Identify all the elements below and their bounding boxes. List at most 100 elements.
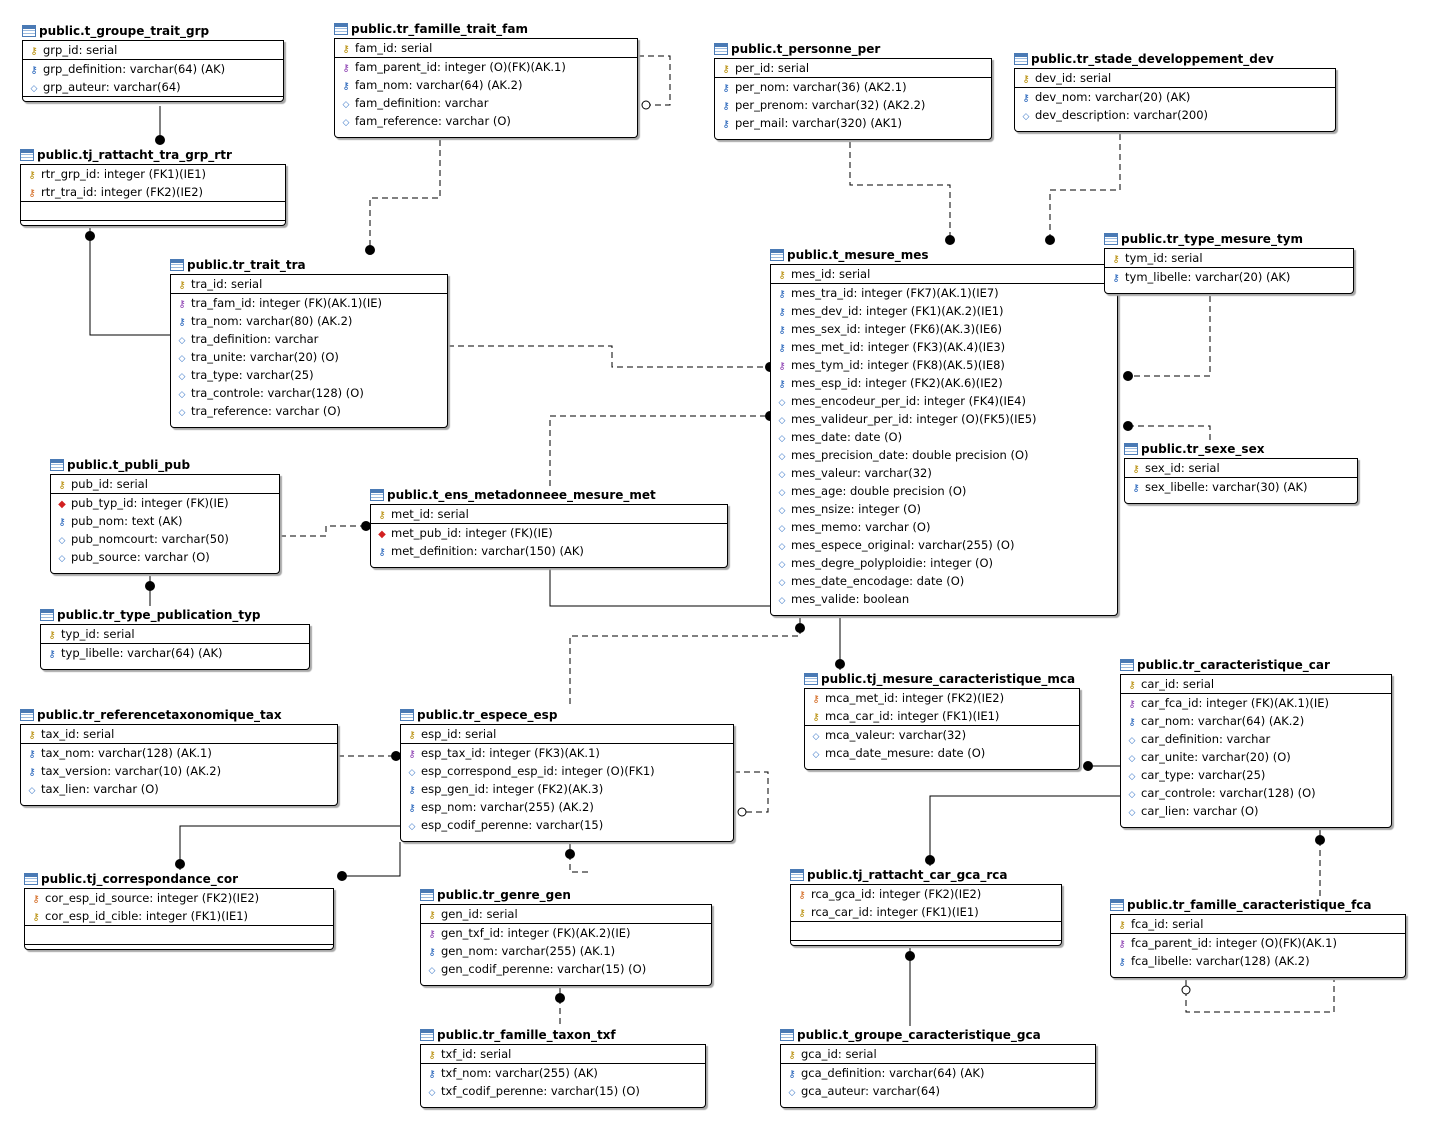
table-tj-rattacht-car-gca-rca[interactable]: public.tj_rattacht_car_gca_rca ⚷rca_gca_… — [790, 866, 1062, 948]
table-t-groupe-trait-grp[interactable]: public.t_groupe_trait_grp ⚷grp_id: seria… — [22, 22, 284, 104]
table-tr-referencetaxonomique-tax[interactable]: public.tr_referencetaxonomique_tax ⚷tax_… — [20, 706, 338, 808]
column-row[interactable]: ⚷met_definition: varchar(150) (AK) — [371, 542, 727, 560]
column-row[interactable]: ⚷tra_fam_id: integer (FK)(AK.1)(IE) — [171, 294, 447, 312]
column-row[interactable]: ⚷fam_parent_id: integer (O)(FK)(AK.1) — [335, 58, 637, 76]
column-row[interactable]: ◇car_lien: varchar (O) — [1121, 802, 1391, 820]
column-row[interactable]: ◇fam_definition: varchar — [335, 94, 637, 112]
column-row[interactable]: ◇mes_memo: varchar (O) — [771, 518, 1117, 536]
column-row[interactable]: ◇tra_reference: varchar (O) — [171, 402, 447, 420]
column-row[interactable]: ⚷cor_esp_id_cible: integer (FK1)(IE1) — [25, 907, 333, 925]
table-tj-rattacht-tra-grp-rtr[interactable]: public.tj_rattacht_tra_grp_rtr ⚷rtr_grp_… — [20, 146, 286, 228]
column-row[interactable]: ⚷pub_id: serial — [51, 475, 279, 493]
column-row[interactable]: ⚷mes_met_id: integer (FK3)(AK.4)(IE3) — [771, 338, 1117, 356]
column-row[interactable]: ⚷tym_libelle: varchar(20) (AK) — [1105, 268, 1353, 286]
column-row[interactable]: ⚷tym_id: serial — [1105, 249, 1353, 267]
column-row[interactable]: ⚷car_fca_id: integer (FK)(AK.1)(IE) — [1121, 694, 1391, 712]
column-row[interactable]: ◇mes_valide: boolean — [771, 590, 1117, 608]
column-row[interactable]: ⚷pub_nom: text (AK) — [51, 512, 279, 530]
column-row[interactable]: ◇mes_nsize: integer (O) — [771, 500, 1117, 518]
column-row[interactable]: ◇grp_auteur: varchar(64) — [23, 78, 283, 96]
column-row[interactable]: ⚷rca_car_id: integer (FK1)(IE1) — [791, 903, 1061, 921]
column-row[interactable]: ◇mes_valideur_per_id: integer (O)(FK5)(I… — [771, 410, 1117, 428]
column-row[interactable]: ◇mes_date: date (O) — [771, 428, 1117, 446]
column-row[interactable]: ◇txf_codif_perenne: varchar(15) (O) — [421, 1082, 705, 1100]
column-row[interactable]: ⚷fca_libelle: varchar(128) (AK.2) — [1111, 952, 1405, 970]
column-row[interactable]: ⚷gca_definition: varchar(64) (AK) — [781, 1064, 1095, 1082]
column-row[interactable]: ⚷rtr_tra_id: integer (FK2)(IE2) — [21, 183, 285, 201]
column-row[interactable]: ⚷rca_gca_id: integer (FK2)(IE2) — [791, 885, 1061, 903]
table-tr-genre-gen[interactable]: public.tr_genre_gen ⚷gen_id: serial⚷gen_… — [420, 886, 712, 988]
column-row[interactable]: ⚷grp_definition: varchar(64) (AK) — [23, 60, 283, 78]
column-row[interactable]: ◇gca_auteur: varchar(64) — [781, 1082, 1095, 1100]
column-row[interactable]: ⚷txf_nom: varchar(255) (AK) — [421, 1064, 705, 1082]
column-row[interactable]: ⚷per_nom: varchar(36) (AK2.1) — [715, 78, 991, 96]
column-row[interactable]: ⚷fam_id: serial — [335, 39, 637, 57]
column-row[interactable]: ◇mca_date_mesure: date (O) — [805, 744, 1079, 762]
column-row[interactable]: ⚷car_id: serial — [1121, 675, 1391, 693]
column-row[interactable]: ⚷grp_id: serial — [23, 41, 283, 59]
column-row[interactable]: ◇esp_correspond_esp_id: integer (O)(FK1) — [401, 762, 733, 780]
column-row[interactable]: ⚷txf_id: serial — [421, 1045, 705, 1063]
column-row[interactable]: ⚷rtr_grp_id: integer (FK1)(IE1) — [21, 165, 285, 183]
column-row[interactable]: ⚷mca_car_id: integer (FK1)(IE1) — [805, 707, 1079, 725]
column-row[interactable]: ⚷esp_gen_id: integer (FK2)(AK.3) — [401, 780, 733, 798]
column-row[interactable]: ◇pub_nomcourt: varchar(50) — [51, 530, 279, 548]
column-row[interactable]: ◇esp_codif_perenne: varchar(15) — [401, 816, 733, 834]
table-tr-type-publication-typ[interactable]: public.tr_type_publication_typ ⚷typ_id: … — [40, 606, 310, 672]
column-row[interactable]: ⚷tra_nom: varchar(80) (AK.2) — [171, 312, 447, 330]
column-row[interactable]: ◇tra_unite: varchar(20) (O) — [171, 348, 447, 366]
table-tr-sexe-sex[interactable]: public.tr_sexe_sex ⚷sex_id: serial⚷sex_l… — [1124, 440, 1358, 506]
column-row[interactable]: ⚷per_prenom: varchar(32) (AK2.2) — [715, 96, 991, 114]
column-row[interactable]: ◆pub_typ_id: integer (FK)(IE) — [51, 494, 279, 512]
column-row[interactable]: ◇mes_degre_polyploidie: integer (O) — [771, 554, 1117, 572]
column-row[interactable]: ◇dev_description: varchar(200) — [1015, 106, 1335, 124]
column-row[interactable]: ⚷fca_id: serial — [1111, 915, 1405, 933]
column-row[interactable]: ⚷esp_tax_id: integer (FK3)(AK.1) — [401, 744, 733, 762]
column-row[interactable]: ⚷mes_dev_id: integer (FK1)(AK.2)(IE1) — [771, 302, 1117, 320]
column-row[interactable]: ◇car_definition: varchar — [1121, 730, 1391, 748]
column-row[interactable]: ⚷gca_id: serial — [781, 1045, 1095, 1063]
column-row[interactable]: ⚷met_id: serial — [371, 505, 727, 523]
table-tr-famille-caracteristique-fca[interactable]: public.tr_famille_caracteristique_fca ⚷f… — [1110, 896, 1406, 980]
table-tr-famille-trait-fam[interactable]: public.tr_famille_trait_fam ⚷fam_id: ser… — [334, 20, 638, 140]
table-t-personne-per[interactable]: public.t_personne_per ⚷per_id: serial⚷pe… — [714, 40, 992, 142]
column-row[interactable]: ◇tra_controle: varchar(128) (O) — [171, 384, 447, 402]
column-row[interactable]: ◇gen_codif_perenne: varchar(15) (O) — [421, 960, 711, 978]
column-row[interactable]: ◇tra_type: varchar(25) — [171, 366, 447, 384]
table-t-groupe-caracteristique-gca[interactable]: public.t_groupe_caracteristique_gca ⚷gca… — [780, 1026, 1096, 1110]
table-tr-famille-taxon-txf[interactable]: public.tr_famille_taxon_txf ⚷txf_id: ser… — [420, 1026, 706, 1110]
column-row[interactable]: ⚷typ_id: serial — [41, 625, 309, 643]
column-row[interactable]: ◇fam_reference: varchar (O) — [335, 112, 637, 130]
table-tr-espece-esp[interactable]: public.tr_espece_esp ⚷esp_id: serial⚷esp… — [400, 706, 734, 844]
column-row[interactable]: ◇mes_valeur: varchar(32) — [771, 464, 1117, 482]
column-row[interactable]: ⚷tax_version: varchar(10) (AK.2) — [21, 762, 337, 780]
table-tr-type-mesure-tym[interactable]: public.tr_type_mesure_tym ⚷tym_id: seria… — [1104, 230, 1354, 296]
column-row[interactable]: ⚷fca_parent_id: integer (O)(FK)(AK.1) — [1111, 934, 1405, 952]
column-row[interactable]: ⚷car_nom: varchar(64) (AK.2) — [1121, 712, 1391, 730]
column-row[interactable]: ⚷tra_id: serial — [171, 275, 447, 293]
column-row[interactable]: ⚷per_id: serial — [715, 59, 991, 77]
table-tr-trait-tra[interactable]: public.tr_trait_tra ⚷tra_id: serial⚷tra_… — [170, 256, 448, 430]
column-row[interactable]: ◇mes_date_encodage: date (O) — [771, 572, 1117, 590]
column-row[interactable]: ⚷mes_tra_id: integer (FK7)(AK.1)(IE7) — [771, 284, 1117, 302]
column-row[interactable]: ⚷cor_esp_id_source: integer (FK2)(IE2) — [25, 889, 333, 907]
column-row[interactable]: ◇tax_lien: varchar (O) — [21, 780, 337, 798]
column-row[interactable]: ⚷tax_id: serial — [21, 725, 337, 743]
column-row[interactable]: ⚷gen_txf_id: integer (FK)(AK.2)(IE) — [421, 924, 711, 942]
column-row[interactable]: ⚷gen_nom: varchar(255) (AK.1) — [421, 942, 711, 960]
column-row[interactable]: ⚷fam_nom: varchar(64) (AK.2) — [335, 76, 637, 94]
column-row[interactable]: ◇car_controle: varchar(128) (O) — [1121, 784, 1391, 802]
column-row[interactable]: ⚷sex_libelle: varchar(30) (AK) — [1125, 478, 1357, 496]
column-row[interactable]: ⚷mes_sex_id: integer (FK6)(AK.3)(IE6) — [771, 320, 1117, 338]
column-row[interactable]: ◇car_type: varchar(25) — [1121, 766, 1391, 784]
column-row[interactable]: ◇mes_encodeur_per_id: integer (FK4)(IE4) — [771, 392, 1117, 410]
column-row[interactable]: ⚷esp_nom: varchar(255) (AK.2) — [401, 798, 733, 816]
column-row[interactable]: ⚷sex_id: serial — [1125, 459, 1357, 477]
column-row[interactable]: ◇pub_source: varchar (O) — [51, 548, 279, 566]
column-row[interactable]: ◇mes_precision_date: double precision (O… — [771, 446, 1117, 464]
table-t-ens-metadonneee-mesure-met[interactable]: public.t_ens_metadonneee_mesure_met ⚷met… — [370, 486, 728, 570]
table-t-mesure-mes[interactable]: public.t_mesure_mes ⚷mes_id: serial⚷mes_… — [770, 246, 1118, 618]
column-row[interactable]: ◇mca_valeur: varchar(32) — [805, 726, 1079, 744]
column-row[interactable]: ⚷dev_nom: varchar(20) (AK) — [1015, 88, 1335, 106]
table-tr-caracteristique-car[interactable]: public.tr_caracteristique_car ⚷car_id: s… — [1120, 656, 1392, 830]
